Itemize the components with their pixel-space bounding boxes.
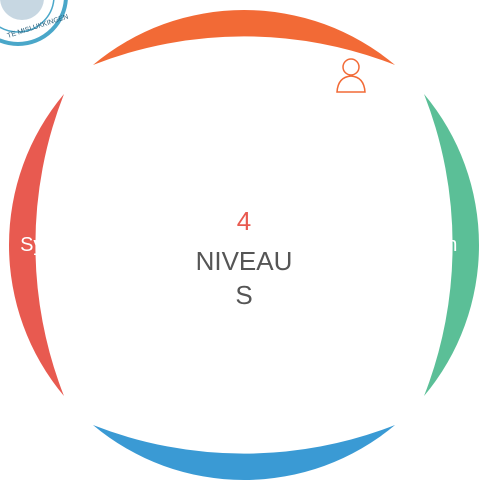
- number-01: 01: [233, 129, 254, 150]
- lens-systeem: [134, 135, 354, 355]
- label-individueel: Individueel: [198, 48, 294, 70]
- logo: TE MISLUKKINGEN: [0, 0, 69, 46]
- label-organisatie: Organisatie: [195, 397, 297, 419]
- segment-team: [424, 93, 480, 397]
- 3d-cube-icon: 3D: [61, 117, 111, 161]
- lens-organisatie: [134, 135, 354, 355]
- center-word-line2: S: [235, 280, 252, 310]
- users-icon: [336, 58, 382, 93]
- cube-caption: 3D: [96, 125, 110, 137]
- group-icon: [400, 332, 426, 364]
- center-word-line1: NIVEAU: [196, 246, 293, 276]
- number-02: 02: [336, 233, 357, 254]
- segment-individueel: [92, 10, 396, 65]
- segment-organisatie: [92, 425, 396, 480]
- logo-brain-icon: [0, 0, 44, 20]
- org-chart-icon: [116, 379, 154, 422]
- center-number: 4: [237, 206, 251, 236]
- lens-team: [134, 135, 354, 355]
- label-systeem: Systeem: [20, 234, 98, 256]
- segment-systeem: [9, 93, 64, 397]
- label-team: Team: [409, 234, 458, 256]
- number-04: 04: [132, 233, 154, 254]
- number-03: 03: [233, 337, 254, 358]
- lens-individueel: [134, 135, 354, 355]
